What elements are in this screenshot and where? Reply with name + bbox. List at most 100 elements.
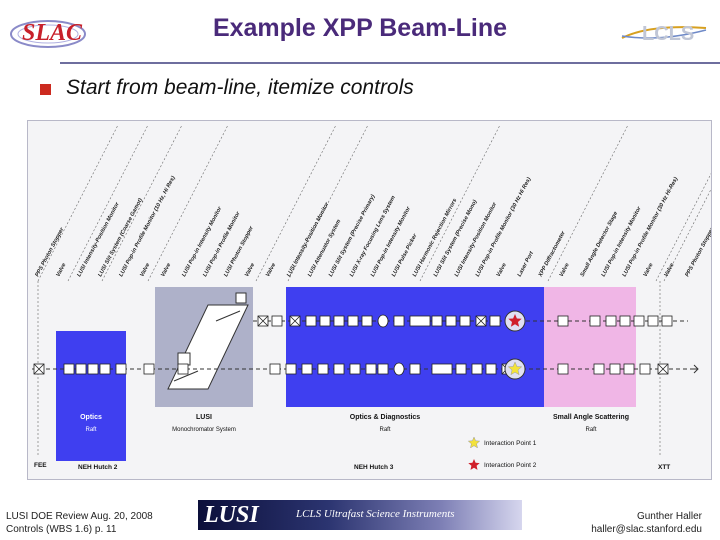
region-label-lusi: LUSI — [196, 414, 212, 421]
device-icon — [75, 363, 87, 375]
valve-icon — [289, 315, 301, 327]
device-icon — [301, 363, 313, 375]
device-icon — [593, 363, 605, 375]
leader-line — [147, 124, 229, 282]
region-optics — [56, 331, 126, 461]
legend-ip2-star — [468, 459, 480, 470]
device-icon — [489, 315, 501, 327]
device-icon — [271, 315, 283, 327]
device-icon — [557, 315, 569, 327]
component-label: LUSI Intensity-Position Monitor — [76, 201, 121, 278]
device-icon — [409, 315, 431, 327]
component-label: Valve — [55, 262, 67, 278]
device-icon — [269, 363, 281, 375]
device-icon — [409, 363, 421, 375]
device-icon — [393, 362, 405, 376]
component-label: LUSI Pop-in Intensity Monitor — [181, 205, 223, 278]
region-label-optics: Optics — [80, 414, 102, 421]
leader-line — [547, 124, 629, 282]
legend-ip2-label: Interaction Point 2 — [484, 462, 537, 469]
valve-icon — [657, 363, 669, 375]
mono-device-icon-top — [235, 292, 247, 304]
device-icon — [623, 363, 635, 375]
device-row-upper — [257, 314, 673, 328]
mono-device-icon — [177, 352, 191, 366]
device-icon — [333, 315, 345, 327]
region-sublabel-optics-diagnostics: Raft — [379, 427, 390, 433]
footer-email: haller@slac.stanford.edu — [591, 524, 702, 535]
component-label: Small Angle Detector Stage — [580, 211, 619, 278]
device-icon — [347, 315, 359, 327]
region-label-optics-diagnostics: Optics & Diagnostics — [350, 414, 421, 421]
region-optics-diagnostics — [286, 287, 544, 407]
footer-left: LUSI DOE Review Aug. 20, 2008 Controls (… — [6, 510, 153, 536]
valve-icon — [475, 315, 487, 327]
device-icon — [319, 315, 331, 327]
lcls-logo-text: LCLS — [642, 23, 694, 45]
device-icon — [349, 363, 361, 375]
leader-line — [419, 124, 501, 282]
footer-author: Gunther Haller — [636, 511, 702, 522]
banner-subtitle: LCLS Ultrafast Science Instruments — [296, 508, 455, 520]
device-icon — [485, 363, 497, 375]
component-label: LUSI Intensity-Position Monitor — [454, 201, 499, 278]
device-icon — [445, 315, 457, 327]
leader-line — [101, 124, 183, 282]
device-icon — [605, 315, 617, 327]
leader-line — [37, 124, 119, 282]
valve-icon — [257, 315, 269, 327]
component-label: Valve — [244, 262, 256, 278]
component-label: LUSI Intensity-Position Monitor — [286, 201, 331, 278]
leader-line — [67, 124, 149, 282]
component-label: LUSI Pop-in Intensity Monitor — [601, 205, 643, 278]
device-icon — [633, 315, 645, 327]
device-icon — [361, 315, 373, 327]
region-sublabel-lusi: Monochromator System — [172, 427, 236, 433]
device-icon — [639, 363, 651, 375]
label-fee: FEE — [34, 462, 47, 469]
device-icon — [333, 363, 345, 375]
device-icon — [317, 363, 329, 375]
device-icon — [609, 363, 621, 375]
lcls-logo: LCLS — [621, 23, 707, 45]
device-icon — [661, 315, 673, 327]
component-label: Valve — [139, 262, 151, 278]
device-icon — [305, 315, 317, 327]
device-icon — [115, 363, 127, 375]
device-icon — [459, 315, 471, 327]
component-label: Valve — [160, 262, 172, 278]
legend-ip1-label: Interaction Point 1 — [484, 440, 537, 447]
footer-right: Gunther Haller haller@slac.stanford.edu — [591, 510, 702, 536]
lusi-banner: LUSI LCLS Ultrafast Science Instruments — [198, 500, 522, 530]
device-icon — [455, 363, 467, 375]
valve-icon — [33, 363, 45, 375]
region-sublabel-optics: Raft — [85, 427, 96, 433]
slac-logo-text: SLAC — [22, 20, 83, 46]
device-icon — [143, 363, 155, 375]
leader-line — [287, 124, 369, 282]
region-label-small-angle: Small Angle Scattering — [553, 414, 629, 421]
banner-title: LUSI — [204, 502, 259, 528]
region-small-angle — [544, 287, 636, 407]
bullet-text: Start from beam-line, itemize controls — [66, 76, 414, 99]
component-label: LUSI Slit System (Precise Mono) — [433, 199, 479, 278]
label-xtt: XTT — [658, 464, 670, 471]
leader-line — [255, 124, 337, 282]
title-divider — [60, 62, 720, 64]
slide-title: Example XPP Beam-Line — [212, 14, 508, 42]
device-icon — [365, 363, 377, 375]
footer-review: LUSI DOE Review Aug. 20, 2008 — [6, 511, 153, 522]
bullet-marker — [40, 84, 51, 95]
component-label: LUSI Pop-in Profile Monitor — [202, 210, 242, 278]
label-neh-hutch-3: NEH Hutch 3 — [354, 464, 394, 471]
component-label: Valve — [559, 262, 571, 278]
device-icon — [589, 315, 601, 327]
device-icon — [471, 363, 483, 375]
slac-logo: SLAC — [10, 20, 86, 48]
component-label: Valve — [496, 262, 508, 278]
component-label: LUSI Harmonic Rejection Mirrors — [412, 198, 458, 278]
device-icon — [619, 315, 631, 327]
